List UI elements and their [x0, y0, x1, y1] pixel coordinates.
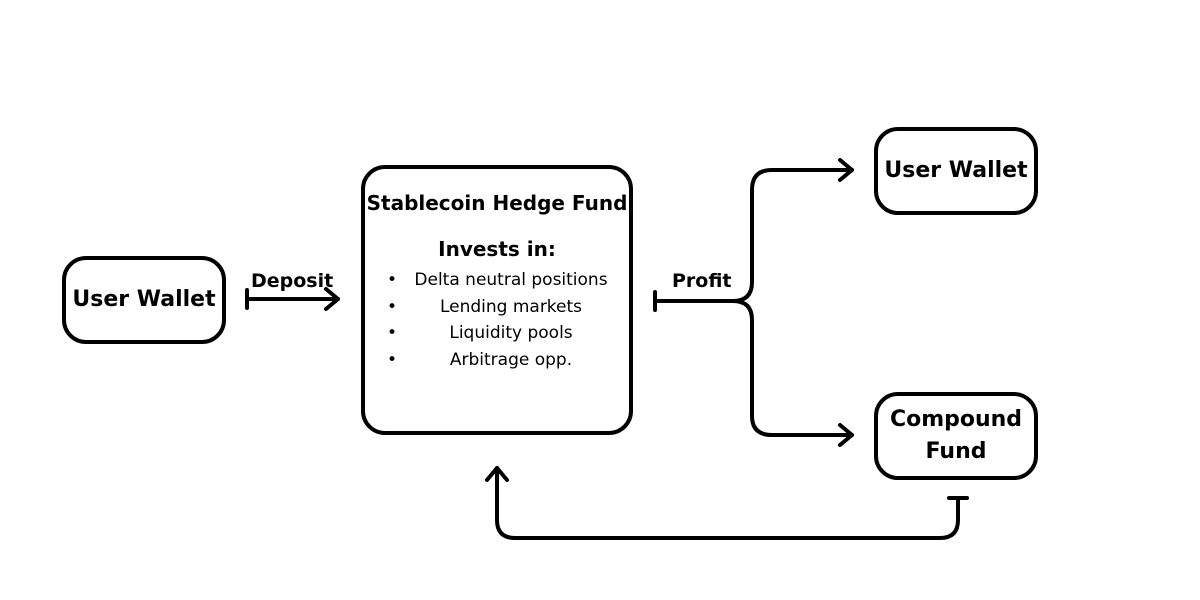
- deposit-arrow: [245, 287, 340, 311]
- compound-return-arrow: [485, 466, 969, 540]
- compound-fund-node: Compound Fund: [874, 392, 1038, 480]
- investment-item-label: Lending markets: [439, 296, 583, 317]
- investment-item-label: Arbitrage opp.: [449, 349, 573, 370]
- hedge-fund-title: Stablecoin Hedge Fund: [366, 191, 628, 215]
- user-wallet-source-node: User Wallet: [62, 256, 226, 344]
- hedge-fund-node: Stablecoin Hedge Fund Invests in: • Delt…: [361, 165, 633, 435]
- list-item: • Lending markets: [365, 294, 629, 321]
- user-wallet-source-label: User Wallet: [72, 287, 216, 312]
- user-wallet-destination-label: User Wallet: [884, 158, 1028, 183]
- compound-fund-label: Compound Fund: [890, 404, 1022, 468]
- deposit-label: Deposit: [251, 270, 334, 292]
- profit-label: Profit: [672, 270, 732, 292]
- bullet-icon: •: [387, 349, 398, 370]
- list-item: • Delta neutral positions: [365, 267, 629, 294]
- list-item: • Arbitrage opp.: [365, 347, 629, 374]
- bullet-icon: •: [387, 296, 398, 317]
- invests-in-label: Invests in:: [438, 237, 556, 261]
- compound-fund-line-2: Fund: [925, 439, 987, 464]
- bullet-icon: •: [387, 323, 398, 343]
- compound-fund-line-1: Compound: [889, 407, 1023, 432]
- investment-item-label: Delta neutral positions: [414, 270, 608, 290]
- bullet-icon: •: [387, 270, 398, 290]
- user-wallet-destination-node: User Wallet: [874, 127, 1038, 215]
- investment-item-label: Liquidity pools: [449, 323, 573, 343]
- list-item: • Liquidity pools: [365, 320, 629, 347]
- profit-split-arrow: [653, 158, 854, 447]
- investment-list: • Delta neutral positions • Lending mark…: [365, 267, 629, 373]
